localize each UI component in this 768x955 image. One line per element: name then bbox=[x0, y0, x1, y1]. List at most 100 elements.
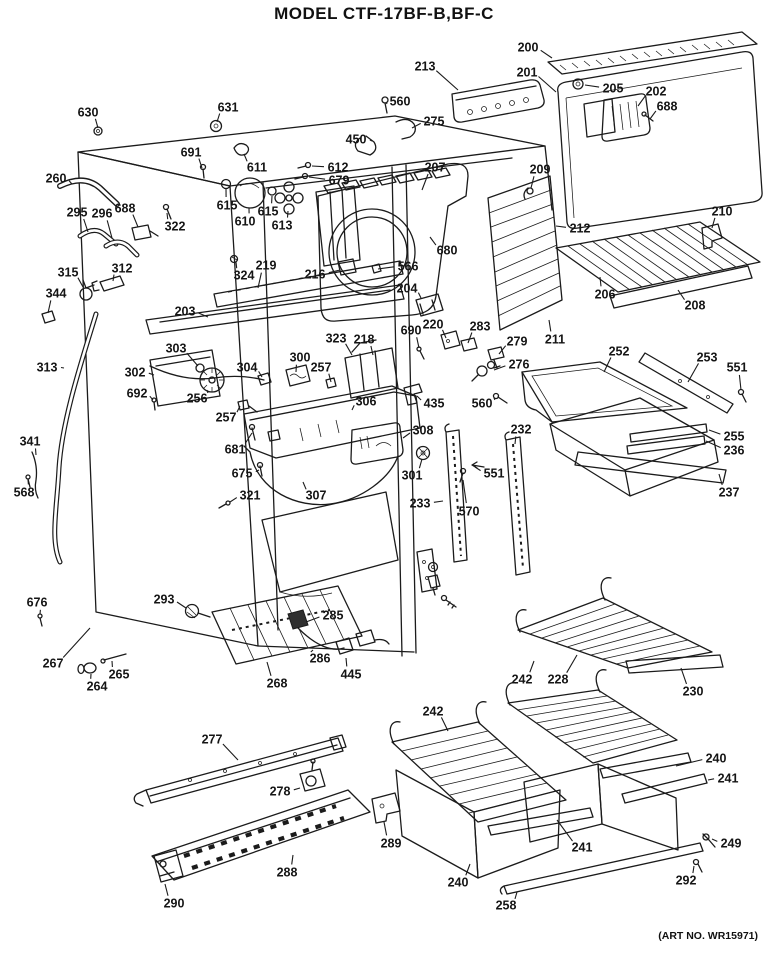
leader-line-257 bbox=[328, 373, 332, 383]
leader-line-249 bbox=[711, 838, 718, 842]
part-label-205: 205 bbox=[603, 82, 624, 96]
leader-line-301 bbox=[418, 458, 423, 469]
leader-line-295 bbox=[83, 218, 89, 233]
part-label-213: 213 bbox=[415, 60, 436, 74]
leader-line-292 bbox=[692, 865, 695, 874]
leader-line-219 bbox=[257, 272, 262, 289]
part-label-691: 691 bbox=[181, 146, 202, 160]
leader-line-293 bbox=[176, 601, 187, 609]
leader-line-566 bbox=[377, 266, 395, 270]
part-label-276: 276 bbox=[509, 358, 530, 372]
leader-line-315 bbox=[77, 277, 84, 288]
part-label-676: 676 bbox=[27, 596, 48, 610]
part-label-220: 220 bbox=[423, 318, 444, 332]
leader-line-276 bbox=[493, 365, 506, 371]
leader-line-218 bbox=[370, 345, 374, 356]
leader-line-204 bbox=[417, 292, 422, 299]
part-label-290: 290 bbox=[164, 897, 185, 911]
leader-line-306 bbox=[351, 405, 355, 411]
leader-line-241 bbox=[707, 778, 715, 781]
part-label-341: 341 bbox=[20, 435, 41, 449]
leader-line-236 bbox=[705, 440, 721, 449]
art-number: (ART NO. WR15971) bbox=[658, 930, 758, 942]
part-label-560: 560 bbox=[390, 95, 411, 109]
part-label-233: 233 bbox=[410, 497, 431, 511]
leader-line-341 bbox=[34, 448, 37, 456]
leader-line-257 bbox=[236, 405, 241, 413]
crisper-pans bbox=[389, 669, 716, 895]
part-label-692: 692 bbox=[127, 387, 148, 401]
part-label-308: 308 bbox=[413, 424, 434, 438]
leader-line-213 bbox=[435, 70, 459, 91]
part-label-445: 445 bbox=[341, 668, 362, 682]
leader-line-220 bbox=[441, 329, 447, 339]
leader-line-275 bbox=[411, 122, 421, 129]
part-label-285: 285 bbox=[323, 609, 344, 623]
part-label-240: 240 bbox=[448, 876, 469, 890]
leader-line-324 bbox=[235, 261, 238, 269]
part-label-286: 286 bbox=[310, 652, 331, 666]
leader-line-612 bbox=[311, 165, 325, 168]
part-label-212: 212 bbox=[570, 222, 591, 236]
leader-line-201 bbox=[538, 76, 557, 93]
part-label-292: 292 bbox=[676, 874, 697, 888]
part-label-252: 252 bbox=[609, 345, 630, 359]
leader-line-206 bbox=[599, 276, 602, 287]
leader-line-258 bbox=[514, 891, 518, 900]
door-rails bbox=[133, 734, 401, 883]
part-label-324: 324 bbox=[234, 269, 255, 283]
leader-line-210 bbox=[711, 217, 716, 229]
part-label-241: 241 bbox=[718, 772, 739, 786]
part-label-260: 260 bbox=[46, 172, 67, 186]
rear-access-panel bbox=[547, 31, 763, 230]
part-label-236: 236 bbox=[724, 444, 745, 458]
leader-line-230 bbox=[680, 667, 688, 685]
part-label-283: 283 bbox=[470, 320, 491, 334]
leader-line-303 bbox=[186, 352, 199, 367]
part-label-201: 201 bbox=[517, 66, 538, 80]
part-label-302: 302 bbox=[125, 366, 146, 380]
part-label-253: 253 bbox=[697, 351, 718, 365]
part-label-288: 288 bbox=[277, 866, 298, 880]
leader-line-691 bbox=[198, 158, 203, 169]
part-label-249: 249 bbox=[721, 837, 742, 851]
leader-line-307 bbox=[302, 481, 307, 490]
part-label-279: 279 bbox=[507, 335, 528, 349]
leader-line-260 bbox=[68, 180, 73, 185]
part-label-265: 265 bbox=[109, 668, 130, 682]
leader-line-208 bbox=[677, 289, 685, 301]
leader-line-240 bbox=[465, 863, 471, 876]
part-label-208: 208 bbox=[685, 299, 706, 313]
shelf-front-rails bbox=[145, 254, 405, 335]
part-label-241: 241 bbox=[572, 841, 593, 855]
leader-line-205 bbox=[584, 84, 600, 88]
leader-line-278 bbox=[293, 787, 301, 791]
leader-line-232 bbox=[514, 436, 517, 445]
leader-line-288 bbox=[291, 854, 294, 865]
leader-line-279 bbox=[498, 345, 507, 355]
part-label-631: 631 bbox=[218, 101, 239, 115]
leader-line-680 bbox=[429, 236, 437, 246]
part-label-293: 293 bbox=[154, 593, 175, 607]
part-label-306: 306 bbox=[356, 395, 377, 409]
part-label-344: 344 bbox=[46, 287, 67, 301]
part-label-206: 206 bbox=[595, 288, 616, 302]
part-label-232: 232 bbox=[511, 423, 532, 437]
part-label-615: 615 bbox=[217, 199, 238, 213]
part-label-551: 551 bbox=[727, 361, 748, 375]
part-label-322: 322 bbox=[165, 220, 186, 234]
part-label-264: 264 bbox=[87, 680, 108, 694]
part-label-204: 204 bbox=[397, 282, 418, 296]
leader-line-285 bbox=[305, 616, 320, 623]
leader-line-267 bbox=[62, 627, 91, 658]
shelf-and-drawer bbox=[521, 352, 747, 497]
part-label-258: 258 bbox=[496, 899, 517, 913]
part-label-211: 211 bbox=[545, 333, 565, 347]
leader-line-688 bbox=[649, 110, 657, 120]
part-label-275: 275 bbox=[424, 115, 445, 129]
part-label-612: 612 bbox=[328, 161, 349, 175]
part-label-267: 267 bbox=[43, 657, 64, 671]
part-label-679: 679 bbox=[329, 174, 350, 188]
leader-line-323 bbox=[345, 343, 353, 356]
part-label-611: 611 bbox=[247, 161, 267, 175]
